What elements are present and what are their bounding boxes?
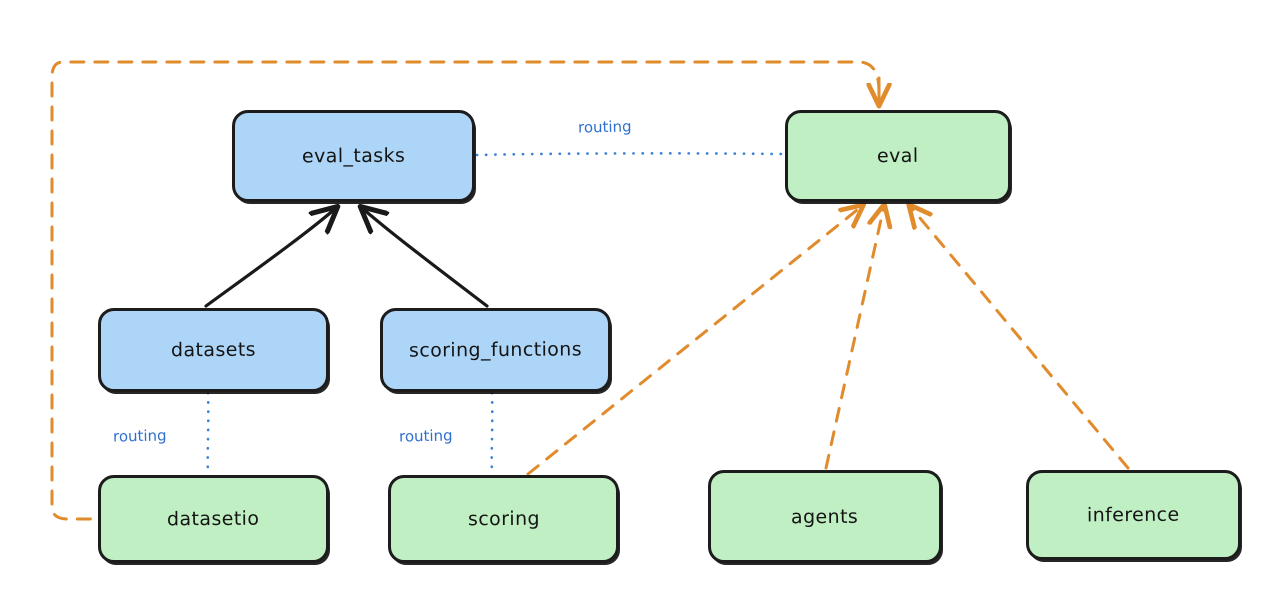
edge-label-routing-datasets-datasetio: routing: [112, 426, 167, 446]
node-label-datasets: datasets: [170, 338, 257, 362]
edge-datasets-datasetio: [206, 391, 210, 476]
node-label-datasetio: datasetio: [167, 507, 260, 531]
node-label-scoring_functions: scoring_functions: [408, 338, 583, 362]
node-inference[interactable]: inference: [1026, 470, 1241, 560]
node-agents[interactable]: agents: [708, 470, 942, 563]
node-datasets[interactable]: datasets: [98, 308, 329, 392]
node-eval_tasks[interactable]: eval_tasks: [232, 110, 475, 202]
node-label-inference: inference: [1087, 503, 1180, 527]
edge-inference-eval: [910, 206, 1130, 470]
node-datasetio[interactable]: datasetio: [98, 475, 329, 563]
node-label-eval: eval: [877, 144, 919, 168]
node-label-agents: agents: [791, 505, 859, 528]
node-scoring_functions[interactable]: scoring_functions: [380, 308, 611, 392]
edge-scoring_functions-eval_tasks: [362, 208, 489, 308]
edge-scoring_functions-scoring: [490, 391, 494, 476]
edge-label-routing-scoring_functions-scoring: routing: [398, 426, 453, 446]
node-scoring[interactable]: scoring: [388, 475, 619, 563]
node-label-eval_tasks: eval_tasks: [301, 144, 406, 168]
node-label-scoring: scoring: [467, 507, 540, 531]
node-eval[interactable]: eval: [785, 110, 1011, 202]
edge-label-routing-eval_tasks-eval: routing: [577, 117, 632, 137]
edge-datasets-eval_tasks: [204, 208, 336, 308]
edge-agents-eval: [824, 206, 884, 470]
edge-eval_tasks-eval: [475, 152, 785, 157]
